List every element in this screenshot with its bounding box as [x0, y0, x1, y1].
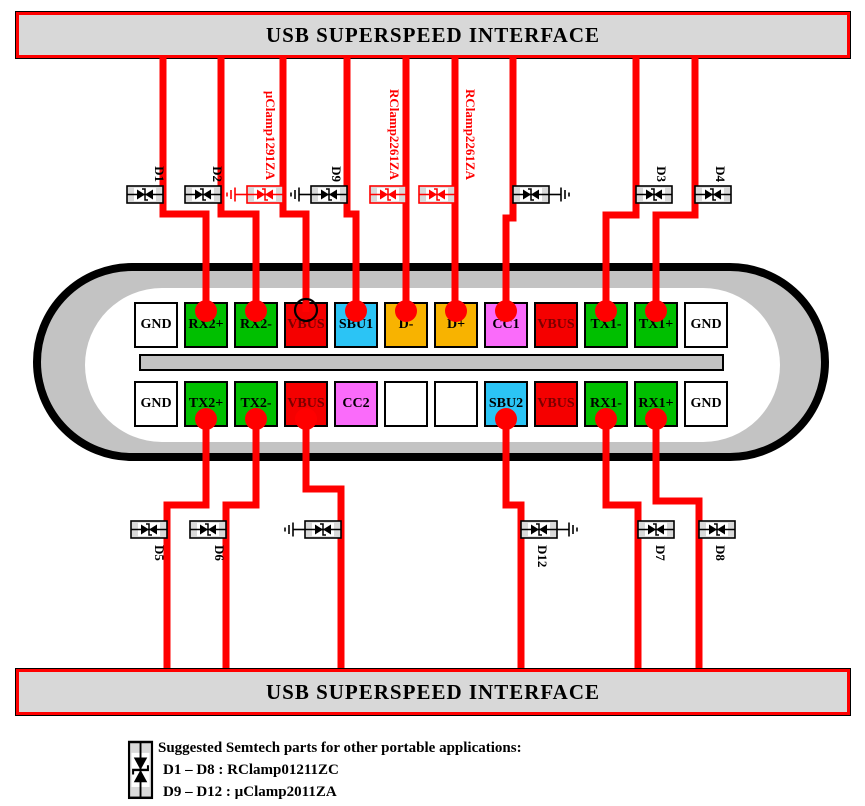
pin-top-gnd-left: GND	[134, 302, 178, 348]
pin-bottom-blank-1	[384, 381, 428, 427]
bottom-diodes	[130, 520, 736, 539]
junction-dot	[195, 408, 217, 430]
wire-d2-rx2-minus	[217, 57, 260, 312]
diode-d1	[126, 185, 164, 204]
pin-top-d-minus: D-	[384, 302, 428, 348]
wire-uclamp-vbus	[279, 57, 310, 312]
label-d3: D3	[654, 166, 669, 182]
pin-top-rx2-plus: RX2+	[184, 302, 228, 348]
wire-sbu2-d12	[502, 418, 525, 671]
diode-d4	[694, 185, 732, 204]
wire-cc2	[302, 418, 345, 671]
ground-icon	[226, 186, 248, 203]
legend-title: Suggested Semtech parts for other portab…	[158, 740, 522, 756]
junction-dot	[595, 408, 617, 430]
junction-dots	[195, 297, 667, 430]
label-d4: D4	[713, 166, 728, 182]
diode-cc1-unlabeled	[512, 185, 550, 204]
diode-rclamp2261za-1	[369, 185, 407, 204]
diode-d9	[310, 185, 348, 204]
diode-labels: D1 D2 µClamp1291ZA D9 RClamp2261ZA RClam…	[152, 89, 728, 567]
label-d7: D7	[653, 545, 668, 561]
top-diodes	[126, 185, 732, 204]
vbus-open-circle	[293, 297, 319, 323]
wire-d9-sbu1	[343, 57, 360, 312]
junction-dot	[245, 408, 267, 430]
pin-bottom-cc2: CC2	[334, 381, 378, 427]
junction-dot	[595, 300, 617, 322]
label-d6: D6	[212, 545, 227, 561]
label-d2: D2	[210, 166, 225, 182]
label-d12: D12	[535, 545, 550, 567]
diode-d12	[520, 520, 558, 539]
junction-dot	[445, 300, 467, 322]
label-d9: D9	[329, 166, 344, 182]
wire-d3-tx1-minus	[602, 57, 640, 312]
diode-cc2-unlabeled	[304, 520, 342, 539]
junction-dot	[195, 300, 217, 322]
diode-d7	[637, 520, 675, 539]
ground-icon	[284, 521, 306, 538]
label-rclamp2261za-2: RClamp2261ZA	[463, 89, 478, 181]
connector-tongue	[139, 354, 724, 371]
diode-d8	[698, 520, 736, 539]
pin-bottom-rx1-plus: RX1+	[634, 381, 678, 427]
pin-top-vbus-right: VBUS	[534, 302, 578, 348]
wire-tx2-minus-d6	[222, 418, 260, 671]
wire-d1-rx2-plus	[159, 57, 210, 312]
wire-cc1	[502, 57, 517, 312]
diode-d6	[189, 520, 227, 539]
legend-item-rclamp01211zc: D1 – D8 : RClamp01211ZC	[163, 762, 339, 778]
label-d8: D8	[713, 545, 728, 561]
junction-dot	[345, 300, 367, 322]
legend-diode-icon	[127, 740, 154, 800]
label-d5: D5	[152, 545, 167, 561]
junction-dot	[245, 300, 267, 322]
pin-top-gnd-right: GND	[684, 302, 728, 348]
label-uclamp1291za: µClamp1291ZA	[263, 91, 278, 181]
diode-rclamp2261za-2	[418, 185, 456, 204]
wire-rx1-minus-d7	[602, 418, 642, 671]
pin-bottom-vbus-right: VBUS	[534, 381, 578, 427]
pin-bottom-gnd-left: GND	[134, 381, 178, 427]
wire-tx2-plus-d5	[163, 418, 210, 671]
junction-dot	[395, 300, 417, 322]
diode-d5	[130, 520, 168, 539]
diode-uclamp1291za	[246, 185, 284, 204]
pin-top-vbus-left: VBUS	[284, 302, 328, 348]
wire-rx1-plus-d8	[652, 418, 703, 671]
bottom-superspeed-banner: USB SUPERSPEED INTERFACE	[15, 668, 851, 716]
junction-dot	[645, 300, 667, 322]
pin-bottom-rx1-minus: RX1-	[584, 381, 628, 427]
pin-bottom-gnd-right: GND	[684, 381, 728, 427]
junction-dot	[495, 408, 517, 430]
diode-d3	[635, 185, 673, 204]
ground-icon	[290, 186, 312, 203]
ground-icon	[556, 521, 578, 538]
junction-dot	[645, 408, 667, 430]
junction-dot	[295, 408, 317, 430]
label-rclamp2261za-1: RClamp2261ZA	[387, 89, 402, 181]
top-wires	[159, 57, 699, 312]
pin-bottom-blank-2	[434, 381, 478, 427]
ground-icon	[548, 186, 570, 203]
diode-d2	[184, 185, 222, 204]
legend-item-uclamp2011za: D9 – D12 : µClamp2011ZA	[163, 784, 337, 800]
label-d1: D1	[152, 166, 167, 182]
wire-d4-tx1-plus	[652, 57, 699, 312]
junction-dot	[495, 300, 517, 322]
top-superspeed-banner: USB SUPERSPEED INTERFACE	[15, 11, 851, 59]
bottom-wires	[163, 418, 703, 671]
